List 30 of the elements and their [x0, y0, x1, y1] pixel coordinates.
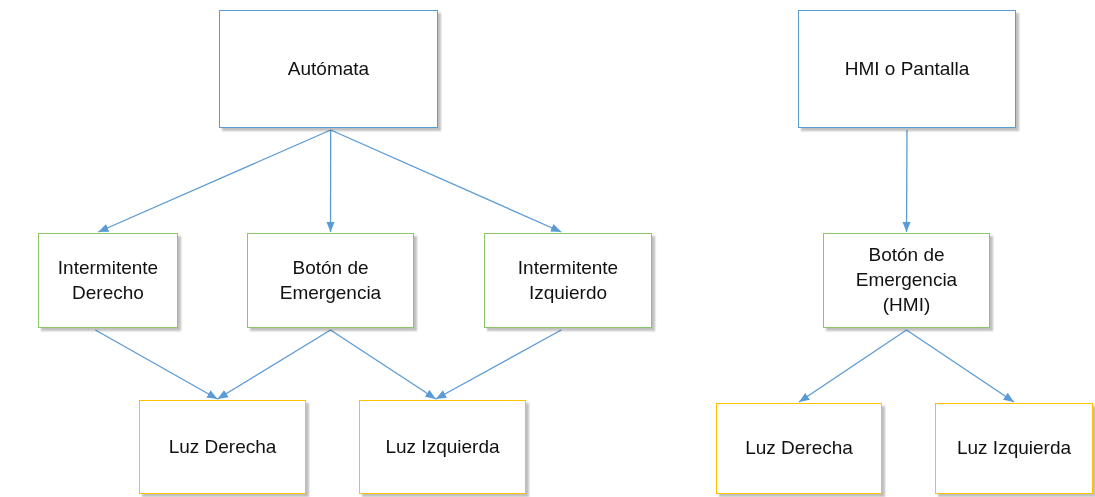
box-label: Luz Izquierda	[385, 434, 500, 459]
process-box	[484, 233, 652, 328]
arrow	[326, 129, 335, 233]
arrow	[902, 129, 911, 233]
box-label: Intermitente Izquierdo	[516, 255, 620, 305]
arrow	[329, 329, 437, 400]
process-box	[38, 233, 178, 328]
arrow	[435, 329, 562, 400]
box-label: Luz Derecha	[168, 434, 277, 459]
process-box	[716, 403, 882, 494]
arrow	[330, 129, 562, 233]
box-label: Botón de Emergencia (HMI)	[854, 243, 959, 317]
arrow	[97, 129, 332, 233]
box-label: Autómata	[287, 56, 370, 81]
process-box	[798, 10, 1016, 128]
process-box	[935, 403, 1093, 494]
process-box	[823, 233, 990, 328]
box-label: HMI o Pantalla	[844, 56, 970, 81]
arrow	[798, 329, 908, 403]
box-label: Luz Derecha	[745, 436, 853, 461]
process-box	[139, 400, 306, 494]
process-box	[359, 400, 526, 494]
process-box	[247, 233, 414, 328]
arrow	[905, 329, 1015, 403]
process-box	[219, 10, 438, 128]
box-label: Luz Izquierda	[956, 436, 1072, 461]
box-label: Botón de Emergencia	[278, 255, 383, 305]
arrow	[94, 329, 219, 400]
box-label: Intermitente Derecho	[56, 255, 160, 305]
arrow	[216, 329, 332, 400]
